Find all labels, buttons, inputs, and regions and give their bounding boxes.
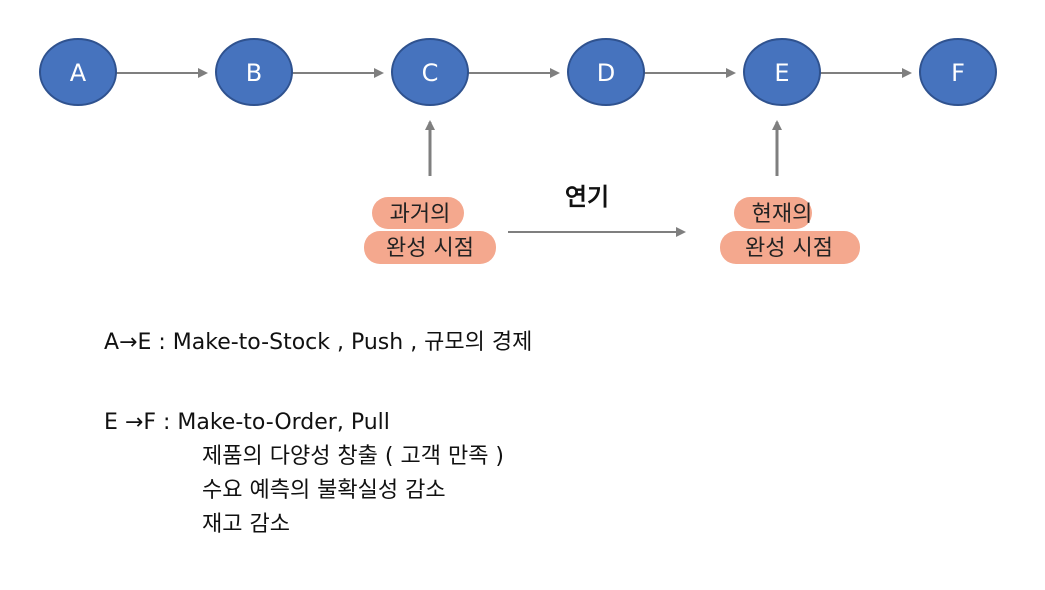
node-b: B bbox=[215, 38, 293, 106]
push-line: A→E : Make-to-Stock , Push , 규모의 경제 bbox=[104, 330, 533, 355]
delay-label: 연기 bbox=[565, 183, 609, 211]
present-label-line2: 완성 시점 bbox=[745, 236, 833, 261]
highlight-mark bbox=[372, 197, 464, 229]
highlight-mark bbox=[720, 231, 860, 264]
past-label-line1: 과거의 bbox=[390, 202, 451, 227]
present-completion-label: 현재의 완성 시점 bbox=[720, 197, 860, 264]
node-a: A bbox=[39, 38, 117, 106]
node-d: D bbox=[567, 38, 645, 106]
past-label-line2: 완성 시점 bbox=[386, 236, 474, 261]
push-note: A→E : Make-to-Stock , Push , 규모의 경제 bbox=[104, 326, 532, 360]
node-c-label: C bbox=[422, 59, 439, 87]
pull-line: E →F : Make-to-Order, Pull bbox=[104, 410, 390, 435]
pull-note: E →F : Make-to-Order, Pull 제품의 다양성 창출 ( … bbox=[104, 406, 532, 542]
node-c: C bbox=[391, 38, 469, 106]
past-completion-label: 과거의 완성 시점 bbox=[364, 197, 496, 264]
supply-chain-diagram: A B C D E F 과거의 완성 시점 연기 현재의 완성 시점 bbox=[39, 38, 997, 264]
notes-section: A→E : Make-to-Stock , Push , 규모의 경제 E →F… bbox=[104, 326, 532, 542]
present-label-line1: 현재의 bbox=[752, 202, 813, 227]
pull-detail: 수요 예측의 불확실성 감소 bbox=[202, 478, 446, 503]
highlight-mark bbox=[734, 197, 812, 229]
highlight-mark bbox=[364, 231, 496, 264]
node-e-label: E bbox=[774, 59, 789, 87]
node-d-label: D bbox=[597, 59, 615, 87]
node-b-label: B bbox=[246, 59, 262, 87]
node-a-label: A bbox=[70, 59, 87, 87]
node-f-label: F bbox=[951, 59, 965, 87]
pull-detail: 재고 감소 bbox=[202, 512, 290, 537]
pull-detail: 제품의 다양성 창출 ( 고객 만족 ) bbox=[202, 444, 505, 469]
node-f: F bbox=[919, 38, 997, 106]
node-e: E bbox=[743, 38, 821, 106]
